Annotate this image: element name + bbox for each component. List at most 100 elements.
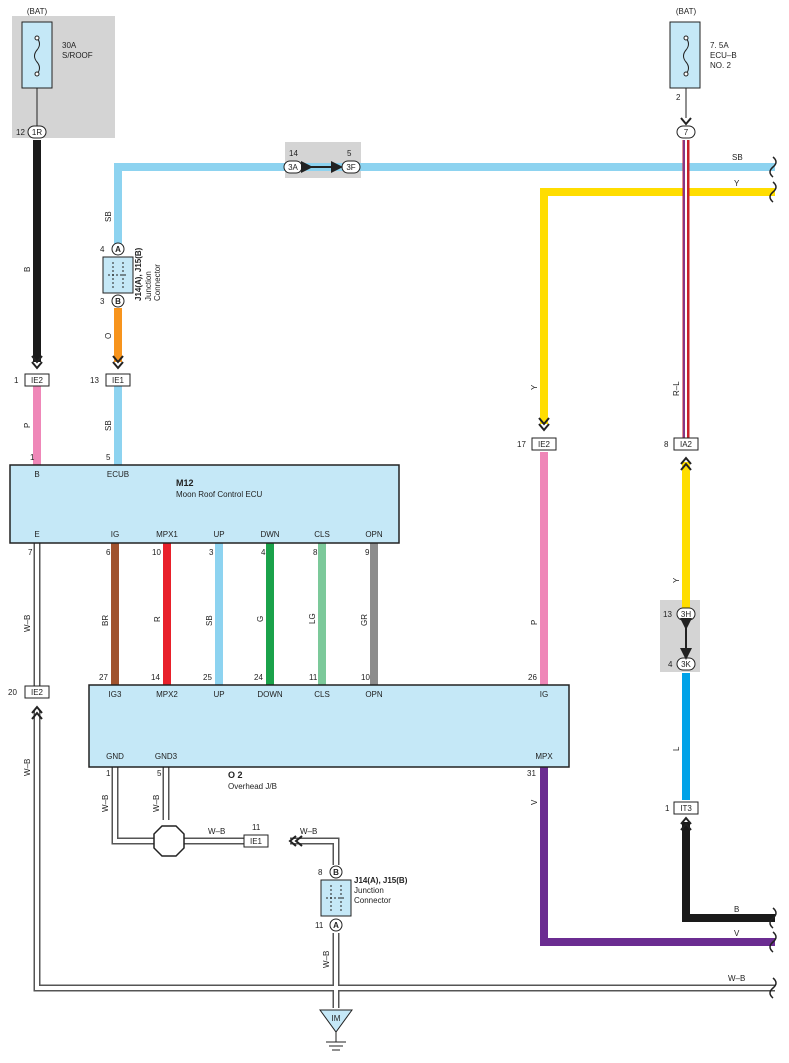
wire-v [540,767,775,946]
fuse-right [669,21,701,118]
wire-label-v-right: V [734,929,740,938]
wire-label-wb-left2: W–B [23,759,32,776]
junction-connector-top [102,242,134,308]
jb-o2-top-label-2: MPX2 [156,690,178,699]
ecu-m12-top-label-2: ECUB [107,470,129,479]
ecu-m12-bottom-label-1: E [34,530,39,539]
ecu-m12-top-pin-2: 5 [106,453,111,462]
wire-label-g: G [256,616,265,622]
ie2-top-pin: 1 [14,376,19,385]
wire-label-wb-h1: W–B [208,827,225,836]
ecu-m12-box [9,464,400,544]
ecu-m12-bottom-pin-6: 8 [313,548,318,557]
ie2-mid-name: IE2 [538,440,551,449]
junction-top-sub1: Junction [144,271,153,301]
jb-o2-top-label-5: CLS [314,690,330,699]
fuse-right-conn: 7 [684,128,689,137]
fuse-right-pin: 2 [676,93,681,102]
junction-bottom-letter-b: B [333,868,339,877]
ecu-m12-top-label-1: B [34,470,39,479]
ecu-m12-bottom-label-4: UP [213,530,224,539]
jb-o2-bottom-pin-2: 5 [157,769,162,778]
wire-label-rl-vert: R–L [672,381,681,396]
jb-o2-top-label-6: OPN [365,690,383,699]
wire-label-sb-vert: SB [104,211,113,222]
joint-top-left-pin: 14 [289,149,298,158]
ecu-m12-bottom-label-7: OPN [365,530,383,539]
ecu-m12-bottom-pin-7: 9 [365,548,370,557]
fuse-left-pin: 12 [16,128,25,137]
ground-symbol [319,1009,353,1051]
junction-top-title: J14(A), J15(B) [134,247,143,301]
ecu-m12-bottom-label-3: MPX1 [156,530,178,539]
junction-bottom-sub1: Junction [354,886,384,895]
ecu-m12-bottom-label-5: DWN [260,530,279,539]
fuse-left-bat: (BAT) [27,7,48,16]
wire-label-br: BR [101,615,110,626]
joint-top-right-conn: 3F [346,163,355,172]
fuse-right-amp: 7. 5A [710,41,729,50]
joint-top-right-pin: 5 [347,149,352,158]
ecu-m12-bottom-pin-4: 3 [209,548,214,557]
ecu-m12-bottom-label-2: IG [111,530,119,539]
fuse-right-name1: ECU–B [710,51,737,60]
wire-break-marks [769,156,777,999]
junction-bottom-sub2: Connector [354,896,391,905]
fuse-left-amp: 30A [62,41,77,50]
jb-o2-box [88,684,570,768]
jb-o2-bottom-pin-1: 1 [106,769,111,778]
jb-o2-code: O 2 [228,770,243,780]
wire-label-gr: GR [360,614,369,626]
joint-3k-name: 3K [681,660,691,669]
wire-label-y-vert: Y [530,384,539,390]
jb-o2-top-pin-4: 24 [254,673,263,682]
jb-o2-bottom-label-1: GND [106,752,124,761]
splice-octagon [153,825,185,857]
wire-label-b-right: B [734,905,739,914]
wire-label-sb-top: SB [732,153,743,162]
junction-bottom-pin-b: 8 [318,868,323,877]
joint-3h-name: 3H [681,610,691,619]
ecu-m12-bottom-label-6: CLS [314,530,330,539]
oval-connectors [27,125,696,671]
ie1-bottom-pin: 11 [252,823,261,832]
wire-label-lg: LG [308,613,317,624]
junction-top-letter-a: A [115,245,121,254]
wire-b-right [682,822,775,922]
fuse-right-bat: (BAT) [676,7,697,16]
wire-label-wb-bottom: W–B [728,974,745,983]
ie1-top-name: IE1 [112,376,125,385]
joint-3k-pin: 4 [668,660,673,669]
ecu-m12-bottom-pin-1: 7 [28,548,33,557]
jb-o2-top-label-7: IG [540,690,548,699]
wire-label-p-vert2: P [530,620,539,625]
it3-name: IT3 [680,804,692,813]
wire-label-p-vert: P [23,423,32,428]
junction-top-sub2: Connector [153,264,162,301]
rect-connectors [24,373,699,848]
wire-label-l-vert: L [672,746,681,751]
fuse-left-name: S/ROOF [62,51,93,60]
wire-label-wb-left: W–B [23,615,32,632]
junction-bottom-letter-a: A [333,921,339,930]
ia2-name: IA2 [680,440,693,449]
ie2-top-name: IE2 [31,376,44,385]
joint-3h-pin: 13 [663,610,672,619]
fuse-left [21,21,53,126]
chevrons [31,117,692,847]
ie2-left-pin: 20 [8,688,17,697]
wire-label-o-vert: O [104,333,113,339]
ie1-top-pin: 13 [90,376,99,385]
ecu-m12-bottom-pin-5: 4 [261,548,266,557]
ecu-m12-code: M12 [176,478,194,488]
wire-label-r: R [153,616,162,622]
ie1-bottom-name: IE1 [250,837,263,846]
junction-bottom-pin-a: 11 [315,921,324,930]
ecu-m12-name: Moon Roof Control ECU [176,490,262,499]
ground-name: IM [332,1014,341,1023]
jb-o2-bottom-label-2: GND3 [155,752,178,761]
wire-label-y-vert2: Y [672,577,681,583]
wire-label-b-vert: B [23,267,32,272]
jb-o2-top-label-3: UP [213,690,224,699]
